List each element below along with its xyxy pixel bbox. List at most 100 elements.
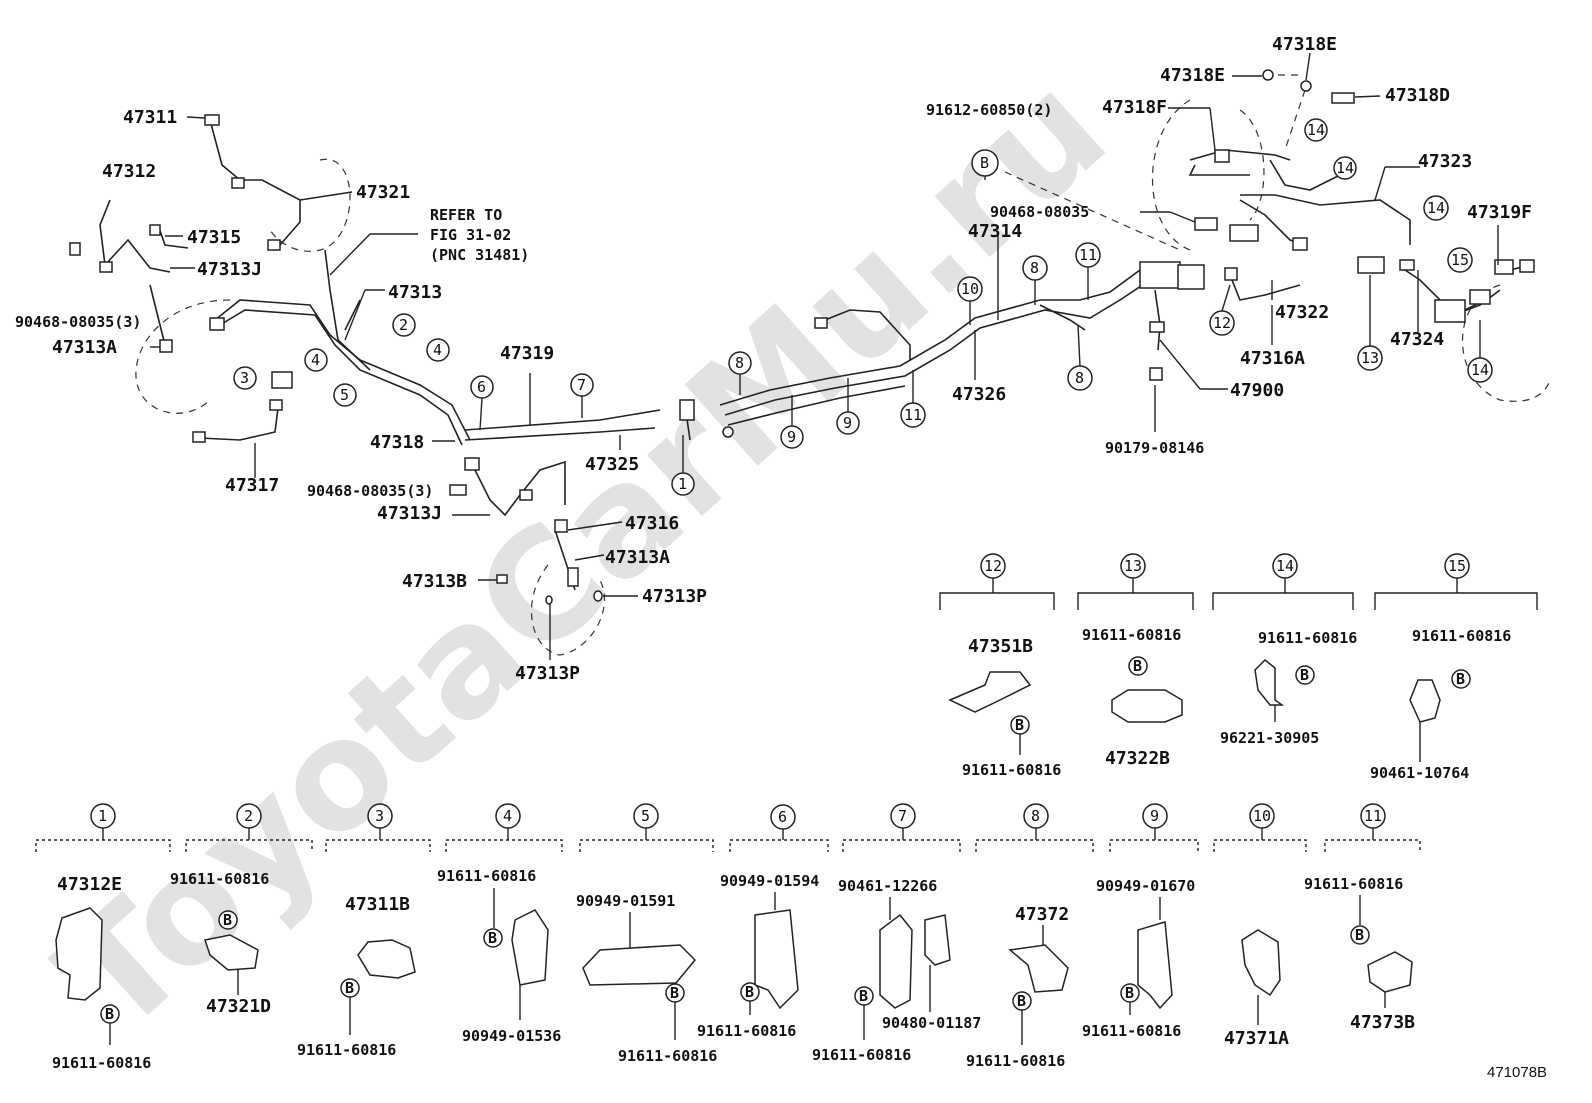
center-labels: 47318E 47318E 47318D 47318F 91612-60850(…: [926, 34, 1532, 457]
svg-text:B: B: [1133, 657, 1142, 675]
kit11-part-a: 91611-60816: [1304, 875, 1403, 893]
label-47313p-bottom: 47313P: [515, 663, 580, 684]
svg-text:B: B: [1015, 716, 1024, 734]
svg-text:8: 8: [735, 354, 744, 372]
svg-text:B: B: [745, 983, 754, 1001]
kit11-part-b: 47373B: [1350, 1012, 1415, 1033]
label-47316a: 47316A: [1240, 348, 1305, 369]
kit3-part-a: 47311B: [345, 894, 410, 915]
label-90179: 90179-08146: [1105, 439, 1204, 457]
label-47313j-front: 47313J: [197, 259, 262, 280]
front-labels: 47311 47312 47315 47313J 90468-08035(3) …: [15, 107, 707, 684]
label-47313a-front: 47313A: [52, 337, 117, 358]
kit12-part-a: 47351B: [968, 636, 1033, 657]
front-fittings: [69, 114, 603, 605]
svg-text:B: B: [1017, 992, 1026, 1010]
kit14-part-b: 96221-30905: [1220, 729, 1319, 747]
callout-7a: 7: [577, 376, 586, 394]
rear-right-drum: [1152, 99, 1191, 251]
svg-text:B: B: [345, 979, 354, 997]
kit4-part-a: 91611-60816: [437, 867, 536, 885]
label-47322: 47322: [1275, 302, 1329, 323]
label-47316: 47316: [625, 513, 679, 534]
kit6-part-b: 91611-60816: [697, 1022, 796, 1040]
kit10-part-a: 47371A: [1224, 1028, 1289, 1049]
kit-group-13: 13 91611-60816 B 47322B: [1077, 553, 1194, 769]
svg-text:B: B: [223, 911, 232, 929]
svg-text:B: B: [670, 984, 679, 1002]
label-47317: 47317: [225, 475, 279, 496]
kit-group-12: 12 47351B B 91611-60816: [939, 553, 1061, 779]
kit14-part-a: 91611-60816: [1258, 629, 1357, 647]
kit8-part-b: 91611-60816: [966, 1052, 1065, 1070]
label-47318d: 47318D: [1385, 85, 1450, 106]
kit-group-9: 9 90949-01670 B 91611-60816: [1082, 803, 1199, 1040]
svg-text:3: 3: [375, 807, 384, 825]
label-90468-3-front: 90468-08035(3): [15, 313, 141, 331]
kit-group-3: 3 47311B B 91611-60816: [297, 803, 431, 1059]
svg-text:B: B: [859, 987, 868, 1005]
rear-right-drum-b: [1239, 109, 1265, 221]
kit-group-10: 10 47371A: [1213, 803, 1307, 1049]
b-dashed-leader: [1004, 171, 1181, 251]
center-leaders: [974, 52, 1499, 432]
refer-line-3: (PNC 31481): [430, 246, 529, 264]
svg-text:8: 8: [1031, 807, 1040, 825]
svg-text:8: 8: [1075, 369, 1084, 387]
kit12-part-b: 91611-60816: [962, 761, 1061, 779]
kit13-part-a: 91611-60816: [1082, 626, 1181, 644]
kit-group-4: 4 91611-60816 B 90949-01536: [437, 803, 563, 1045]
front-left-drum-outline: [135, 158, 351, 414]
svg-text:15: 15: [1451, 251, 1469, 269]
svg-text:14: 14: [1427, 199, 1445, 217]
svg-text:11: 11: [1079, 246, 1097, 264]
kit4-part-b: 90949-01536: [462, 1027, 561, 1045]
svg-text:2: 2: [244, 807, 253, 825]
kit-group-11: 11 91611-60816 B 47373B: [1304, 803, 1421, 1033]
svg-text:11: 11: [1364, 807, 1382, 825]
svg-text:13: 13: [1361, 349, 1379, 367]
kit-group-5: 5 90949-01591 B 91611-60816: [576, 803, 717, 1065]
label-47313: 47313: [388, 282, 442, 303]
svg-text:14: 14: [1307, 121, 1325, 139]
kit1-part-a: 47312E: [57, 874, 122, 895]
svg-text:14: 14: [1276, 557, 1294, 575]
svg-text:8: 8: [1030, 259, 1039, 277]
kit2-part-b: 47321D: [206, 996, 271, 1017]
svg-text:10: 10: [1253, 807, 1271, 825]
watermark: ToyotaCarMu.ru: [28, 42, 1139, 1067]
center-callouts: B 8 9 9 11 10 8 11 8 12 13 14 14 14 15 1…: [728, 118, 1493, 449]
front-leaders: [150, 116, 638, 660]
kit13-part-b: 47322B: [1105, 748, 1170, 769]
rear-axle-outline-small: [530, 564, 606, 656]
rear-left-drum: [1461, 284, 1551, 402]
kit-group-6: 6 90949-01594 B 91611-60816: [697, 804, 829, 1040]
callout-1a: 1: [678, 475, 687, 493]
kit-group-7: 7 90461-12266 B 90480-01187 91611-60816: [812, 803, 981, 1064]
label-47318f: 47318F: [1102, 97, 1167, 118]
kit9-part-a: 90949-01670: [1096, 877, 1195, 895]
svg-text:10: 10: [961, 280, 979, 298]
label-47326: 47326: [952, 384, 1006, 405]
kit-group-2: 2 91611-60816 B 47321D: [170, 803, 313, 1017]
svg-text:B: B: [488, 929, 497, 947]
callout-6a: 6: [477, 378, 486, 396]
svg-text:9: 9: [843, 414, 852, 432]
label-47900: 47900: [1230, 380, 1284, 401]
label-47319f: 47319F: [1467, 202, 1532, 223]
diagram-id: 471078B: [1487, 1064, 1547, 1081]
svg-text:12: 12: [984, 557, 1002, 575]
svg-text:13: 13: [1124, 557, 1142, 575]
svg-text:9: 9: [1150, 807, 1159, 825]
svg-text:4: 4: [503, 807, 512, 825]
kit1-part-b: 91611-60816: [52, 1054, 151, 1072]
kit-group-14: 14 91611-60816 B 96221-30905: [1212, 553, 1357, 747]
svg-text:14: 14: [1471, 361, 1489, 379]
kit5-part-b: 91611-60816: [618, 1047, 717, 1065]
kit-group-1: 1 47312E B 91611-60816: [35, 803, 171, 1072]
callout-4a: 4: [311, 351, 320, 369]
refer-line-1: REFER TO: [430, 206, 502, 224]
label-47311: 47311: [123, 107, 177, 128]
